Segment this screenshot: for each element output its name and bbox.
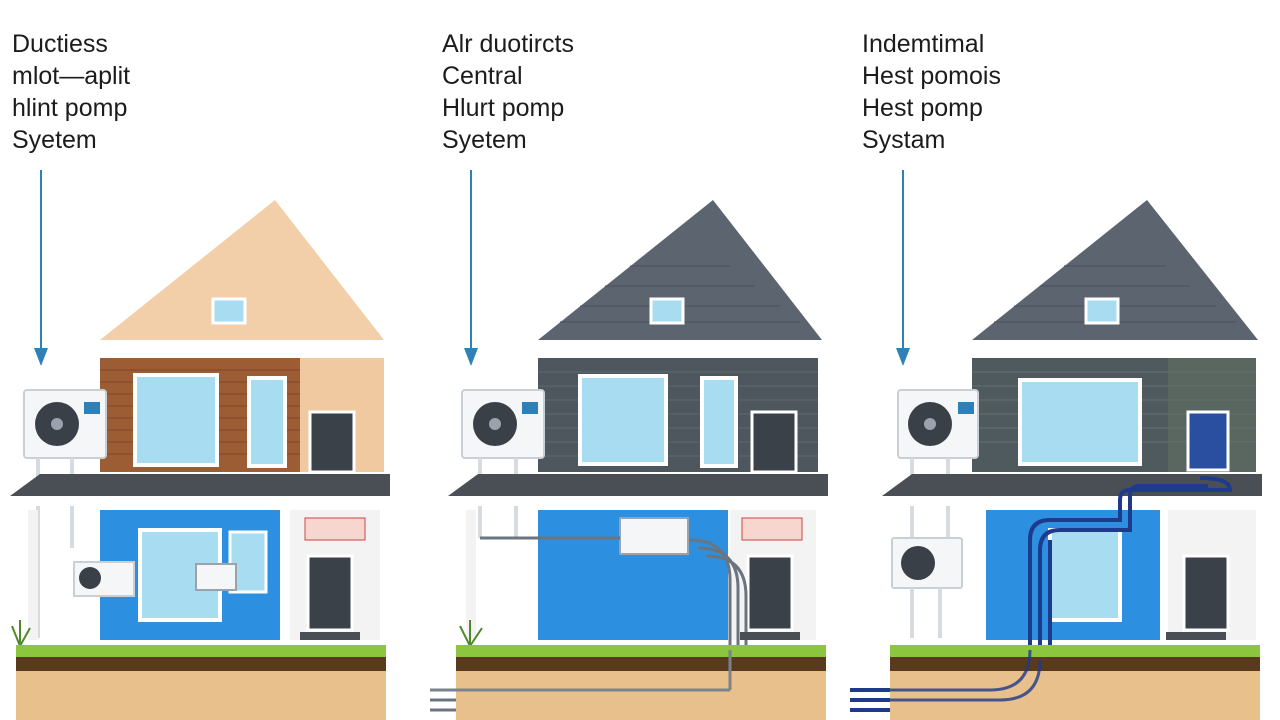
eave [532,344,822,354]
caption-line: Systam [862,126,946,154]
lower-door [1182,554,1230,632]
house-illustration-3 [850,170,1274,720]
soil-top [456,657,826,671]
step [300,632,360,640]
grass [456,645,826,657]
caption-line: Hest pomp [862,94,983,122]
step [1166,632,1226,640]
upper-door [750,410,798,474]
upper-window-large [1018,378,1142,466]
plant-icon [459,620,483,647]
caption-line: Hest pomois [862,62,1001,90]
house-illustration-1 [10,170,400,720]
panel-ductless: Ductiess mlot—aplit hlint pomp Syetem [0,0,430,720]
arrow-head-icon [464,348,478,366]
panel-industrial: Indemtimal Hest pomois Hest pomp Systam [850,0,1280,720]
indoor-unit [304,517,366,541]
caption-line: Alr duotircts [442,30,574,58]
step [740,632,800,640]
soil-top [890,657,1260,671]
soil [456,671,826,720]
soil [890,671,1260,720]
house-illustration-2 [430,170,838,720]
upper-door [308,410,356,474]
plant-icon [11,620,31,647]
arrow-head-icon [34,348,48,366]
panel-caption: Alr duotircts Central Hlurt pomp Syetem [442,28,574,156]
roof [538,200,822,340]
lower-door [746,554,794,632]
caption-line: hlint pomp [12,94,128,122]
upper-window-large [578,374,668,466]
grass [16,645,386,657]
attic-window [1084,297,1120,325]
soil [16,671,386,720]
eave [94,344,384,354]
caption-line: Syetem [12,126,97,154]
caption-line: Syetem [442,126,527,154]
grass [890,645,1260,657]
lower-window [1048,528,1122,622]
panel-central: Alr duotircts Central Hlurt pomp Syetem [430,0,860,720]
soil-top [16,657,386,671]
panel-caption: Indemtimal Hest pomois Hest pomp Systam [862,28,1001,156]
panel-caption: Ductiess mlot—aplit hlint pomp Syetem [12,28,130,156]
caption-line: Indemtimal [862,30,985,58]
arrow-head-icon [896,348,910,366]
attic-window [211,297,247,325]
indoor-unit [741,517,803,541]
roof [972,200,1258,340]
caption-line: mlot—aplit [12,62,131,90]
caption-line: Ductiess [12,30,108,58]
porch-roof [10,474,390,496]
attic-window [649,297,685,325]
upper-window-tall [247,376,287,468]
porch-roof [448,474,828,496]
caption-line: Hlurt pomp [442,94,565,122]
fan-icon [901,546,935,580]
upper-window-tall [700,376,738,468]
air-handler [619,517,689,555]
upper-window-large [133,373,219,467]
lower-door [306,554,354,632]
roof [100,200,384,340]
eave [966,344,1262,354]
upper-door [1186,410,1230,472]
caption-line: Central [442,62,523,90]
